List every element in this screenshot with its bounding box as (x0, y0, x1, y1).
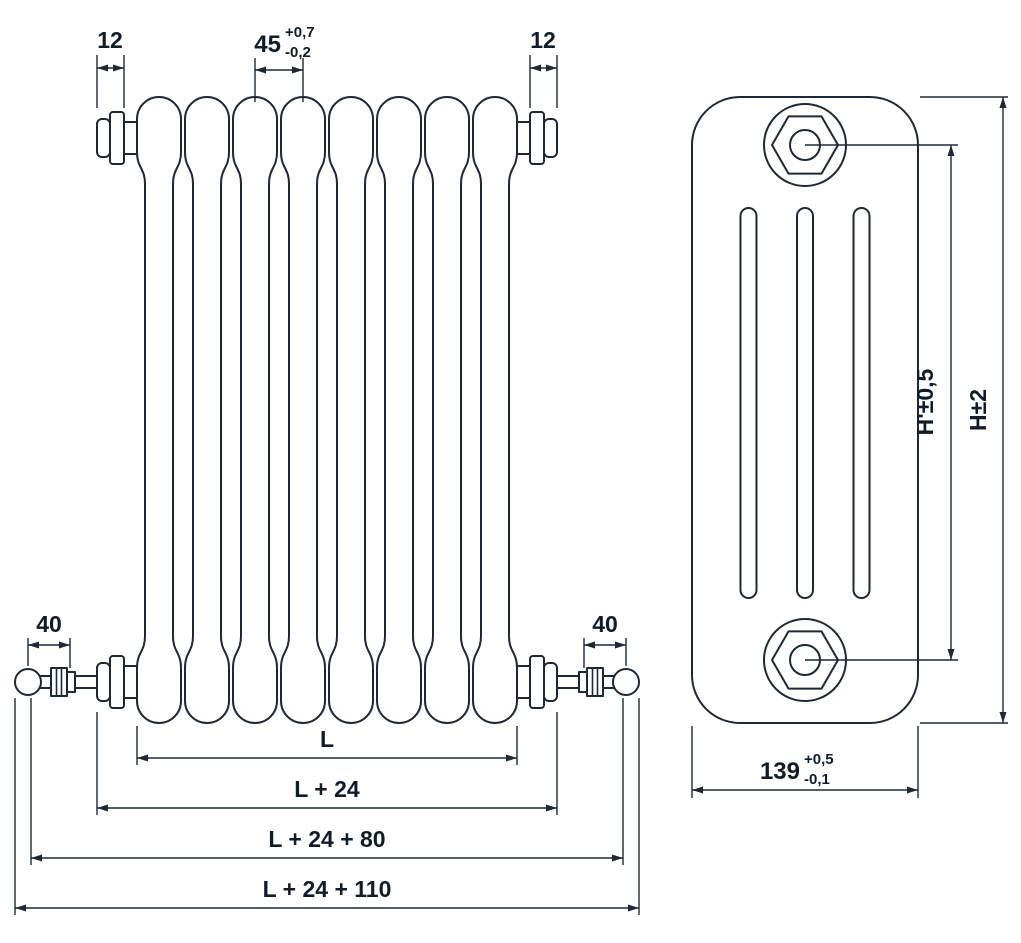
dim-length-L24-80: L + 24 + 80 (30, 698, 624, 865)
plug-flange (529, 111, 545, 165)
dim-plug-right-label: 12 (530, 27, 556, 53)
dim-depth: 139 +0,5 -0,1 (691, 726, 919, 798)
dim-valve-right-label: 40 (592, 611, 618, 637)
left-valve-fitting (14, 667, 98, 697)
bottom-right-plug (516, 655, 558, 709)
dim-pitch-tol-plus: +0,7 (285, 24, 315, 41)
washer (578, 671, 588, 693)
dim-axis-height: H'±0,5 (805, 144, 958, 661)
radiator-element (136, 96, 182, 724)
front-view: 12 45 +0,7 -0,2 12 40 (14, 24, 640, 915)
plug-cap (96, 118, 111, 158)
union-nut (50, 667, 68, 697)
plug-flange (109, 655, 125, 709)
dim-pitch: 45 +0,7 -0,2 (254, 24, 315, 102)
dim-axis-height-label: H'±0,5 (912, 368, 938, 435)
side-view: H'±0,5 H±2 139 +0,5 -0,1 (691, 96, 1008, 798)
dim-length-L24-110-label: L + 24 + 110 (263, 876, 392, 902)
column-groove (796, 207, 814, 599)
dim-depth-value: 139 (760, 758, 800, 785)
union-nut (586, 667, 604, 697)
ball-fitting (14, 668, 42, 696)
dim-depth-tol-minus: -0,1 (804, 771, 830, 788)
radiator-element (472, 96, 518, 724)
plug-cap (543, 662, 558, 702)
top-right-plug (516, 111, 558, 165)
dim-overall-height-label: H±2 (965, 389, 991, 431)
dim-length-L24-80-label: L + 24 + 80 (268, 826, 385, 852)
tailpiece (556, 675, 580, 689)
plug-neck (123, 665, 138, 699)
dim-pitch-tol-minus: -0,2 (285, 44, 311, 61)
plug-flange (109, 111, 125, 165)
radiator-element (376, 96, 422, 724)
dim-length-L24-110: L + 24 + 110 (14, 698, 640, 915)
radiator-element (232, 96, 278, 724)
dim-length-L24: L + 24 (96, 712, 558, 815)
top-left-plug (96, 111, 138, 165)
dim-depth-tol-plus: +0,5 (804, 751, 834, 768)
tailpiece (74, 675, 98, 689)
plug-neck (123, 121, 138, 155)
dim-valve-left: 40 (27, 611, 71, 668)
dim-overall-height: H±2 (920, 96, 1008, 724)
dim-plug-left: 12 (96, 27, 125, 108)
radiator-elements (136, 96, 518, 724)
column-groove (739, 207, 758, 599)
dim-pitch-value: 45 (254, 31, 281, 58)
dim-valve-left-label: 40 (36, 611, 62, 637)
radiator-element (424, 96, 470, 724)
radiator-element (280, 96, 326, 724)
dim-length-L-label: L (320, 726, 334, 752)
right-valve-fitting (556, 667, 640, 697)
plug-flange (529, 655, 545, 709)
dim-plug-right: 12 (529, 27, 558, 108)
dim-plug-left-label: 12 (97, 27, 123, 53)
ball-fitting (612, 668, 640, 696)
plug-cap (96, 662, 111, 702)
dim-valve-right: 40 (583, 611, 627, 668)
radiator-element (328, 96, 374, 724)
plug-cap (543, 118, 558, 158)
column-groove (852, 207, 871, 599)
dim-length-L24-label: L + 24 (294, 776, 360, 802)
plug-neck (516, 121, 531, 155)
washer (66, 671, 76, 693)
plug-neck (516, 665, 531, 699)
radiator-element (184, 96, 230, 724)
bottom-left-plug (96, 655, 138, 709)
dim-length-L: L (136, 726, 518, 765)
